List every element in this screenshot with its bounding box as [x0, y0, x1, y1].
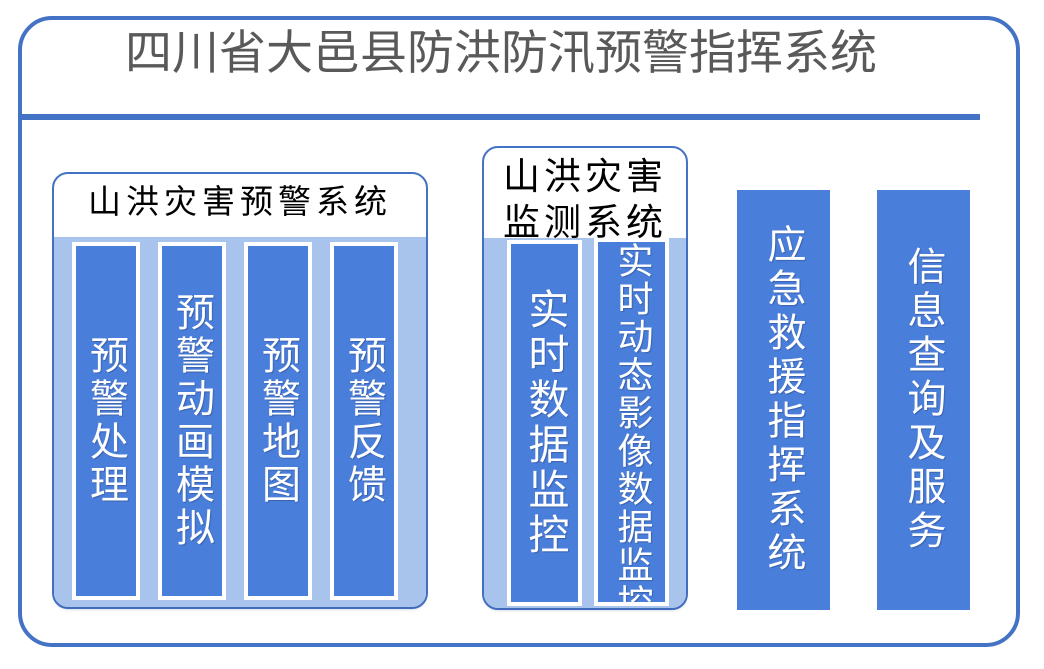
panel-monitoring-system-title-line1: 山洪灾害	[503, 155, 667, 198]
tile-realtime-dynamic-image-data-monitoring-label: 实时动态影像数据监控	[611, 242, 653, 606]
tile-warning-feedback[interactable]: 预警反馈	[330, 242, 398, 600]
tile-realtime-dynamic-image-data-monitoring[interactable]: 实时动态影像数据监控	[594, 238, 669, 606]
tile-realtime-data-monitoring[interactable]: 实时数据监控	[507, 240, 582, 606]
tile-warning-map-label: 预警地图	[255, 335, 301, 507]
column-emergency-rescue-command-system[interactable]: 应急救援指挥系统	[737, 190, 830, 610]
tile-warning-animation-simulation[interactable]: 预警动画模拟	[158, 242, 226, 600]
panel-warning-system-title: 山洪灾害预警系统	[88, 182, 392, 221]
tile-realtime-data-monitoring-label: 实时数据监控	[521, 288, 569, 558]
panel-monitoring-system[interactable]: 山洪灾害 监测系统 实时数据监控 实时动态影像数据监控	[482, 146, 688, 610]
panel-warning-system[interactable]: 山洪灾害预警系统 预警处理 预警动画模拟 预警地图 预警反馈	[52, 172, 428, 609]
tile-warning-processing[interactable]: 预警处理	[72, 242, 140, 600]
tile-warning-processing-label: 预警处理	[83, 335, 129, 507]
column-information-query-and-service-label: 信息查询及服务	[901, 246, 946, 554]
page-title: 四川省大邑县防洪防汛预警指挥系统	[125, 26, 877, 81]
header-divider	[22, 114, 980, 120]
tile-warning-feedback-label: 预警反馈	[341, 335, 387, 507]
tile-warning-animation-simulation-label: 预警动画模拟	[169, 292, 215, 550]
column-emergency-rescue-command-system-label: 应急救援指挥系统	[761, 224, 806, 576]
column-information-query-and-service[interactable]: 信息查询及服务	[877, 190, 970, 610]
tile-warning-map[interactable]: 预警地图	[244, 242, 312, 600]
